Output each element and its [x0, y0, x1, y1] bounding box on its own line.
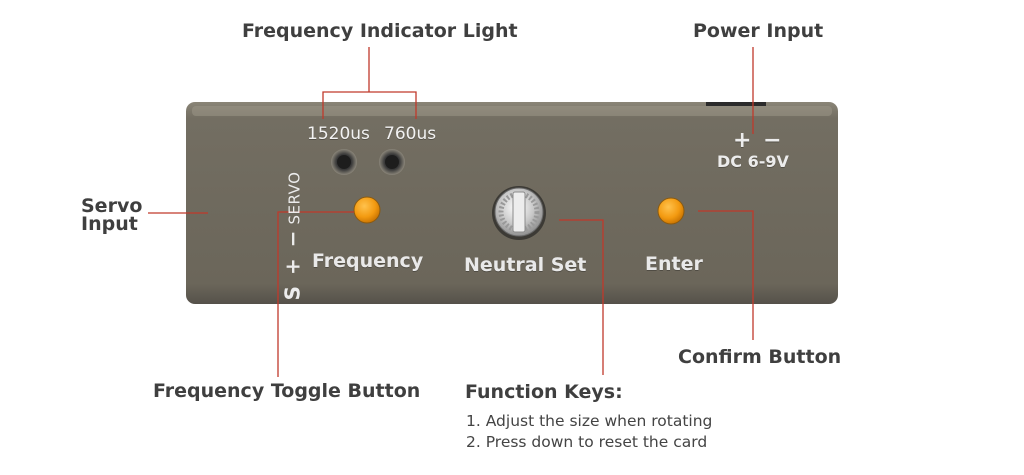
- callout-servo-line2: Input: [81, 213, 138, 236]
- led-760-label: 760us: [384, 124, 437, 144]
- leader-lines: [148, 47, 754, 377]
- leader-indicator-bracket: [322, 91, 417, 119]
- led-760-icon: [379, 149, 405, 175]
- function-key-note-2: 2. Press down to reset the card: [466, 433, 708, 451]
- callout-function-keys: Function Keys:: [465, 381, 623, 403]
- callout-servo-input: Servo Input: [81, 195, 143, 236]
- frequency-button[interactable]: [353, 196, 381, 224]
- frequency-button-label: Frequency: [312, 250, 424, 272]
- callout-frequency-indicator-light: Frequency Indicator Light: [242, 20, 518, 42]
- servo-pins-label: S + −: [280, 228, 305, 301]
- leader-frequency-toggle: [277, 211, 354, 377]
- callout-power-input: Power Input: [693, 20, 824, 42]
- enter-button-label: Enter: [645, 253, 703, 275]
- callout-confirm-button: Confirm Button: [678, 346, 842, 368]
- callout-servo-line1: Servo: [81, 195, 143, 217]
- leader-function-keys: [559, 219, 604, 375]
- neutral-set-label: Neutral Set: [464, 254, 587, 276]
- power-polarity-label: + −: [733, 128, 784, 153]
- servo-port-label: S + − SERVO: [280, 172, 304, 301]
- servo-word-label: SERVO: [285, 171, 304, 225]
- led-1520-icon: [331, 149, 357, 175]
- callout-frequency-toggle-button: Frequency Toggle Button: [153, 380, 421, 402]
- function-key-notes: 1. Adjust the size when rotating 2. Pres…: [466, 411, 712, 453]
- power-voltage-label: DC 6-9V: [717, 152, 789, 171]
- device-top-edge: [192, 106, 832, 116]
- led-1520-label: 1520us: [307, 124, 370, 144]
- power-port: [706, 102, 766, 106]
- enter-button[interactable]: [657, 197, 685, 225]
- leader-confirm-button: [698, 210, 754, 340]
- neutral-set-knob[interactable]: [492, 186, 546, 240]
- function-key-note-1: 1. Adjust the size when rotating: [466, 412, 713, 430]
